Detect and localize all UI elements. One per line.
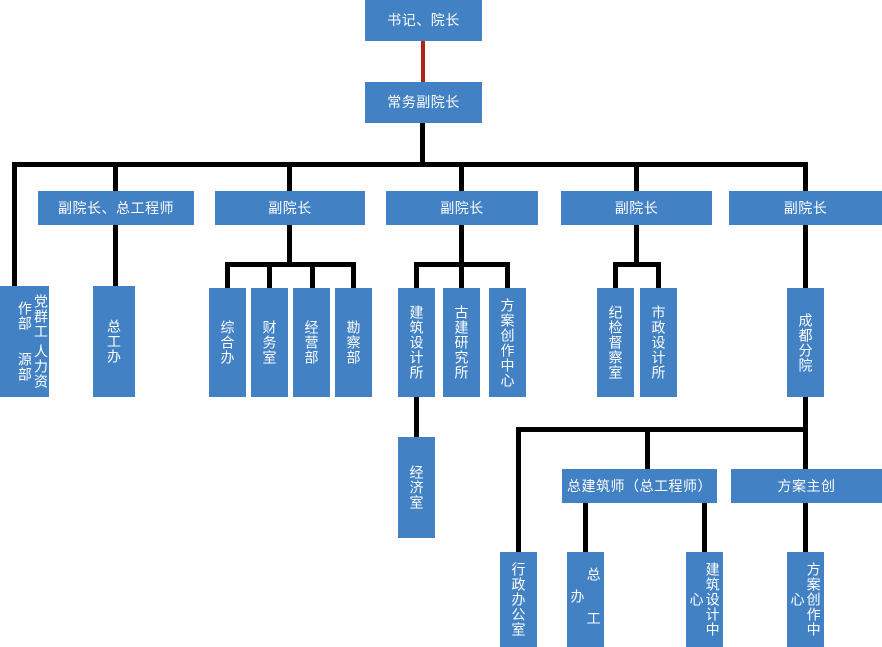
connector-bus-to-vp5	[803, 162, 808, 191]
connector-vp1-drop	[113, 225, 118, 286]
connector-bus-to-vp4	[634, 162, 639, 191]
connector-bus-left-spine	[12, 162, 17, 286]
node-discipline-inspection-office[interactable]: 纪检督察室	[597, 288, 634, 397]
connector-vp2-to-finance-office	[267, 262, 272, 289]
node-scheme-lead[interactable]: 方案主创	[731, 469, 882, 503]
connector-arch-institute-to-economic-office	[414, 397, 419, 439]
node-operation-dept[interactable]: 经营部	[293, 288, 330, 397]
connector-vp2-drop	[287, 225, 292, 264]
node-admin-office[interactable]: 行政办公室	[500, 552, 537, 647]
node-vp-3[interactable]: 副院长	[386, 191, 538, 225]
node-general-office[interactable]: 综合办	[209, 288, 246, 397]
connector-vp5-drop	[803, 225, 808, 288]
connector-vp2-bus	[225, 262, 356, 267]
node-vp-chief-engineer[interactable]: 副院长、总工程师	[38, 191, 194, 225]
connector-exec-vp-drop	[420, 123, 425, 165]
node-arch-design-institute[interactable]: 建筑设计所	[398, 288, 435, 397]
connector-scheme-lead-to-creation-center	[803, 503, 808, 554]
connector-chengdu-bus	[516, 427, 808, 432]
node-hr-dept-label: 人力资源部	[16, 344, 49, 390]
connector-vp4-to-discipline-office	[613, 262, 618, 289]
node-exec-vice-president[interactable]: 常务副院长	[365, 82, 482, 123]
node-economic-office[interactable]: 经济室	[398, 437, 435, 538]
node-vp-2[interactable]: 副院长	[215, 191, 365, 225]
connector-chengdu-to-scheme-lead	[803, 427, 808, 471]
node-ancient-arch-institute[interactable]: 古建研究所	[443, 288, 480, 397]
connector-vp2-to-operation-dept	[310, 262, 315, 289]
node-scheme-creation-center-top[interactable]: 方案创作中心	[489, 288, 526, 397]
connector-chengdu-to-admin-office	[516, 427, 521, 554]
node-secretary-president[interactable]: 书记、院长	[365, 0, 482, 41]
connector-bus-to-vp1	[113, 162, 118, 191]
node-finance-office[interactable]: 财务室	[251, 288, 288, 397]
node-scheme-creation-center-bottom[interactable]: 方案创作中心	[787, 552, 824, 647]
connector-vp2-to-survey-dept	[351, 262, 356, 289]
node-municipal-design-institute[interactable]: 市政设计所	[640, 288, 677, 397]
node-survey-dept[interactable]: 勘察部	[335, 288, 372, 397]
connector-chief-architect-to-arch-design-center	[702, 503, 707, 554]
node-arch-design-center[interactable]: 建筑设计中心	[686, 552, 723, 647]
node-party-work-dept-label: 党群工作部	[16, 293, 49, 339]
connector-vp3-to-arch-institute	[414, 262, 419, 289]
connector-vp4-drop	[634, 225, 639, 264]
connector-chief-architect-to-chief-eng-office	[583, 503, 588, 554]
node-vp-5[interactable]: 副院长	[729, 191, 882, 225]
node-chief-engineer-office-chengdu[interactable]: 总 工 办	[567, 552, 604, 647]
node-hr-and-party-dept[interactable]: 党群工作部 人力资源部	[0, 286, 49, 397]
connector-vp3-drop	[459, 225, 464, 264]
connector-vp4-to-municipal-institute	[656, 262, 661, 289]
connector-vp3-to-scheme-center	[505, 262, 510, 289]
node-chief-architect[interactable]: 总建筑师（总工程师）	[562, 469, 717, 503]
connector-chengdu-to-chief-architect	[645, 427, 650, 471]
connector-bus-to-vp2	[287, 162, 292, 191]
node-vp-4[interactable]: 副院长	[561, 191, 712, 225]
connector-bus-to-vp3	[459, 162, 464, 191]
connector-president-to-exec-vp	[421, 41, 425, 82]
node-chengdu-branch[interactable]: 成都分院	[787, 288, 824, 397]
connector-vp-bus	[12, 162, 807, 167]
connector-vp2-to-general-office	[225, 262, 230, 289]
connector-chengdu-drop	[803, 397, 808, 430]
node-chief-engineer-office[interactable]: 总工办	[93, 286, 135, 397]
connector-vp4-bus	[613, 262, 661, 267]
connector-vp3-to-ancient-arch	[459, 262, 464, 289]
